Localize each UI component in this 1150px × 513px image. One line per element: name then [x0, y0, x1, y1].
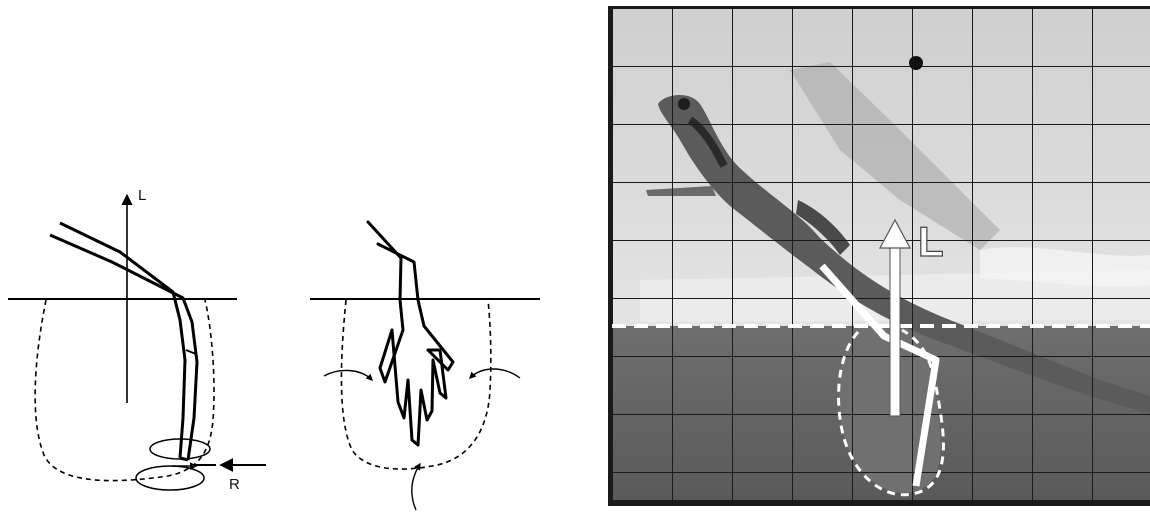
resistance-label: R [229, 476, 240, 493]
upward-arrow-bottom [412, 464, 420, 510]
foot-rotation-ellipse-lower [136, 466, 204, 490]
inward-arrow-left [324, 370, 372, 380]
panel-b-diagram [310, 222, 540, 510]
photo-panel: L [608, 6, 1150, 506]
inward-arrow-right [470, 369, 520, 378]
panel-a-diagram: L R [8, 187, 266, 493]
photo-lift-label: L [918, 218, 944, 265]
spread-foot-outline [368, 222, 453, 445]
calibration-grid [612, 8, 1150, 500]
lift-label-a: L [138, 187, 146, 204]
foot-path-dashed [35, 300, 214, 481]
leg-outline [50, 223, 197, 460]
reference-dot [909, 56, 923, 70]
